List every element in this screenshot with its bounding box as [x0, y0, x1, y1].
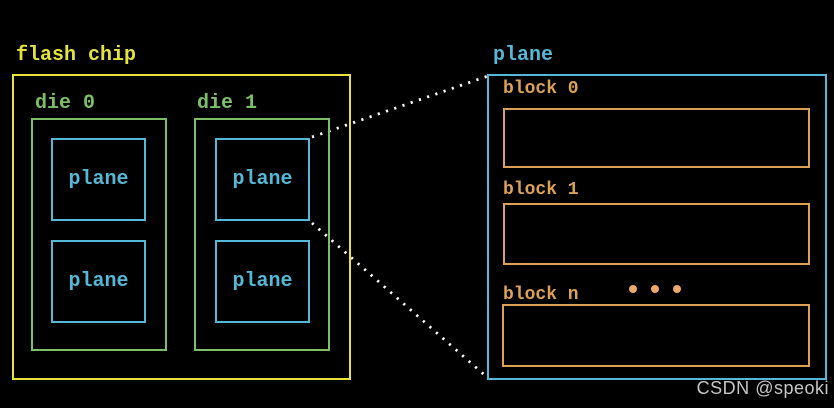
die-0-plane-0-box: plane — [51, 138, 146, 221]
block-0-rect — [503, 108, 810, 168]
plane-detail-label: plane — [493, 44, 554, 67]
block-n-rect — [502, 304, 810, 367]
ellipsis-dot — [629, 285, 637, 293]
ellipsis-dot — [651, 285, 659, 293]
block-n-label: block n — [503, 285, 579, 305]
die-1-box — [194, 118, 330, 351]
watermark-handle: @speoki — [755, 378, 829, 398]
die-0-plane-1-box: plane — [51, 240, 146, 323]
die-0-plane-1-label: plane — [68, 270, 129, 293]
plane-detail-box — [487, 74, 827, 380]
ellipsis-dots-icon — [629, 285, 681, 293]
die-0-box — [31, 118, 167, 351]
ellipsis-dot — [673, 285, 681, 293]
block-1-rect — [503, 203, 810, 265]
die-0-label: die 0 — [35, 92, 96, 115]
block-1-label: block 1 — [503, 180, 579, 200]
flash-chip-box — [12, 74, 351, 380]
die-1-plane-1-label: plane — [232, 270, 293, 293]
die-1-plane-0-box: plane — [215, 138, 310, 221]
flash-chip-label: flash chip — [16, 44, 137, 67]
die-1-label: die 1 — [197, 92, 258, 115]
block-0-label: block 0 — [503, 79, 579, 99]
die-1-plane-1-box: plane — [215, 240, 310, 323]
watermark-prefix: CSDN — [696, 378, 750, 398]
watermark: CSDN @speoki — [697, 378, 829, 399]
die-1-plane-0-label: plane — [232, 168, 293, 191]
die-0-plane-0-label: plane — [68, 168, 129, 191]
